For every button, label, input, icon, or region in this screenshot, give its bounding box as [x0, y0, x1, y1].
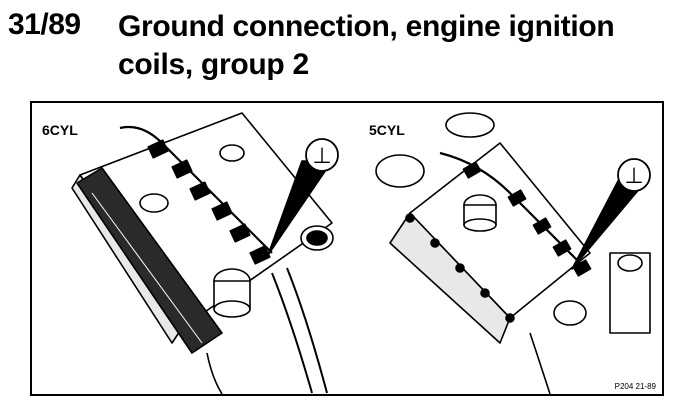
title-line-2: coils, group 2 [118, 48, 309, 81]
ground-callout-5cyl [617, 158, 651, 192]
illustration-frame: ⊥ [30, 101, 664, 396]
figure-reference: P204 21-89 [614, 382, 656, 391]
label-5cyl: 5CYL [369, 122, 405, 138]
engine-5cyl-drawing: ⊥ [375, 112, 651, 394]
ground-symbol-icon: ⊥ [624, 164, 643, 189]
engine-6cyl-drawing: ⊥ [71, 112, 339, 394]
label-6cyl: 6CYL [42, 122, 78, 138]
page-title: Ground connection, engine ignition coils… [118, 8, 615, 84]
section-number: 31/89 [8, 8, 81, 41]
title-line-1: Ground connection, engine ignition [118, 10, 615, 43]
ground-callout-6cyl [305, 138, 339, 172]
ground-symbol-icon: ⊥ [312, 144, 331, 169]
